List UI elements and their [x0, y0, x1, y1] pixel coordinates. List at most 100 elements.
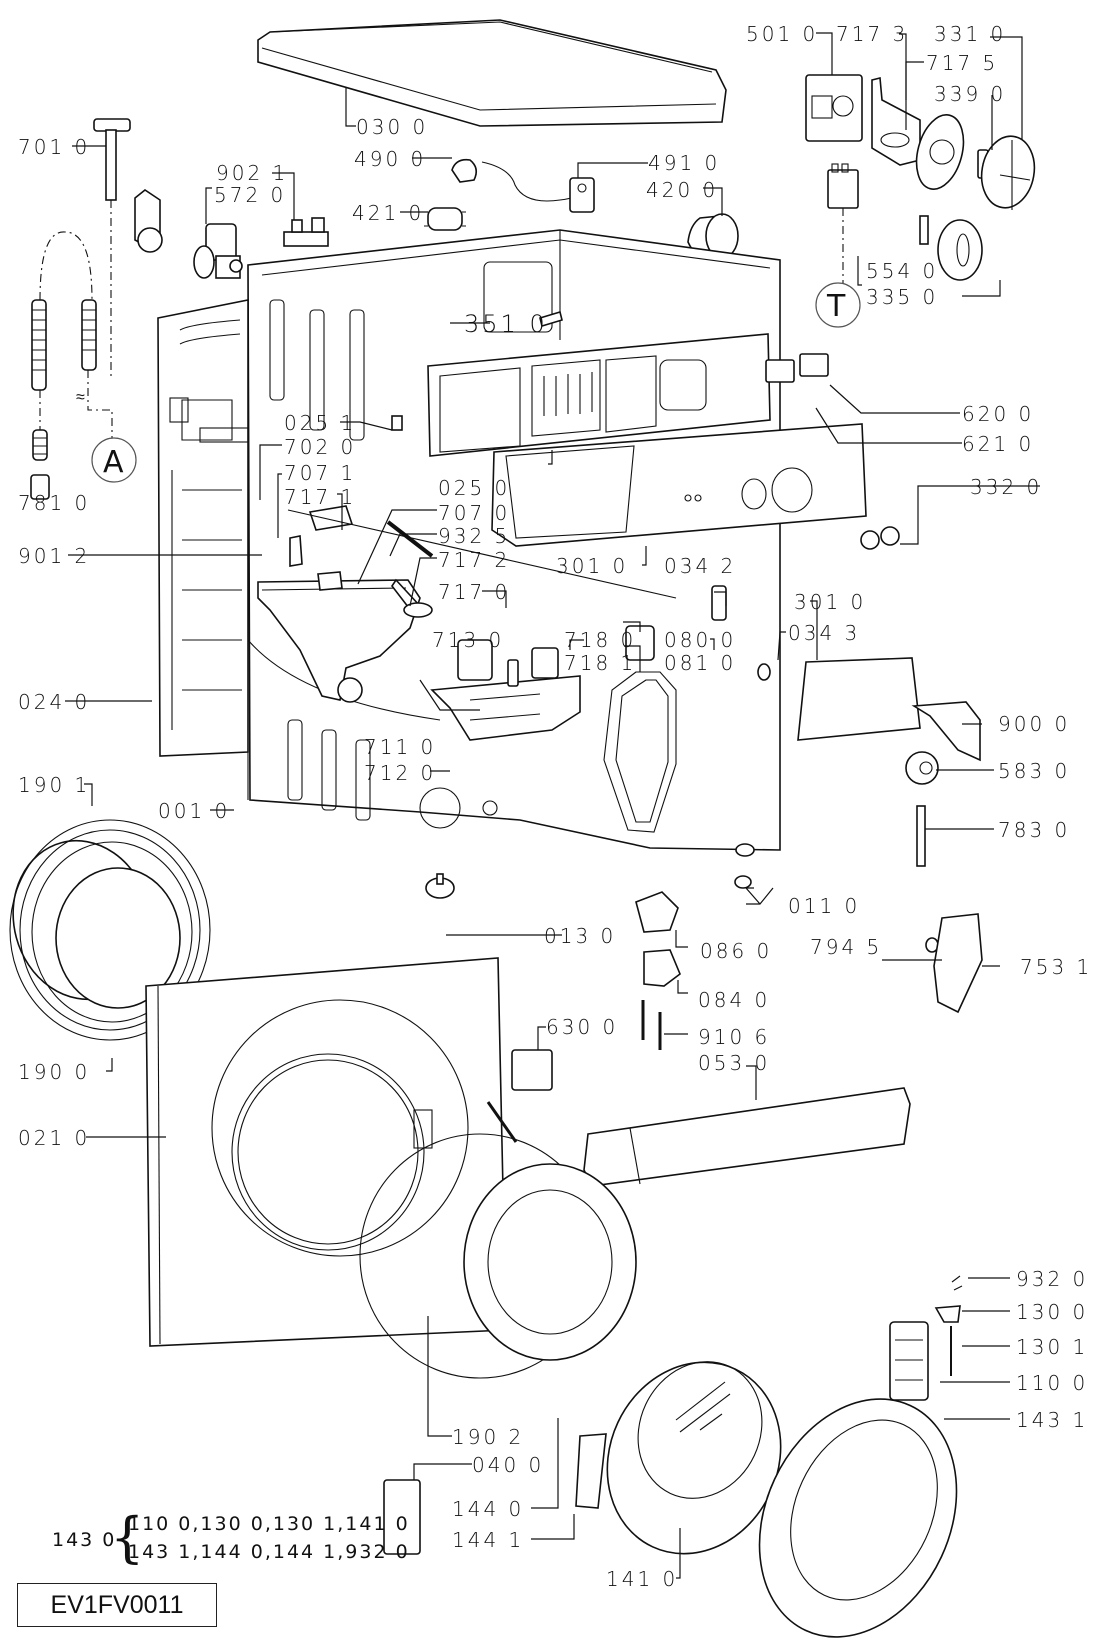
door-hinge-part — [383, 1479, 421, 1555]
pump-bracket-900-part — [911, 701, 981, 762]
screws-part — [641, 1000, 662, 1050]
label-781-0: 781 0 — [18, 491, 90, 515]
label-794-5: 794 5 — [810, 935, 882, 959]
label-013-0: 013 0 — [544, 924, 616, 948]
back-panel-part — [157, 299, 249, 757]
label-190-1: 190 1 — [18, 773, 90, 797]
label-702-0: 702 0 — [284, 435, 356, 459]
reference-mark-t-text: T — [826, 289, 846, 324]
label-711-0: 711 0 — [364, 735, 436, 759]
label-025-1: 025 1 — [284, 411, 356, 435]
thermostat-selector-part — [827, 163, 859, 288]
drawer-front-part — [797, 657, 921, 741]
label-081-0: 081 0 — [664, 651, 736, 675]
label-712-0: 712 0 — [364, 761, 436, 785]
feet-011-part — [734, 843, 755, 889]
terminal-blocks-620-621-part — [765, 353, 829, 383]
label-339-0: 339 0 — [934, 82, 1006, 106]
knobs-332-part — [860, 526, 900, 550]
program-disk-part — [915, 114, 965, 190]
dispenser-housing-part — [257, 579, 421, 703]
label-717-0: 717 0 — [438, 580, 510, 604]
label-143-1: 143 1 — [1016, 1408, 1088, 1432]
label-717-2: 717 2 — [438, 548, 510, 572]
brace-icon: { — [110, 1506, 144, 1569]
hinge-084-part — [643, 949, 681, 987]
label-753-1: 753 1 — [1020, 955, 1092, 979]
svg-text:≈: ≈ — [76, 387, 88, 406]
label-718-0: 718 0 — [564, 628, 636, 652]
timer-part — [805, 74, 863, 142]
label-024-0: 024 0 — [18, 690, 90, 714]
door-gasket-part — [9, 819, 211, 1041]
label-701-0: 701 0 — [18, 135, 90, 159]
label-932-0: 932 0 — [1016, 1267, 1088, 1291]
label-491-0: 491 0 — [648, 151, 720, 175]
label-053-0: 053 0 — [698, 1051, 770, 1075]
label-130-1: 130 1 — [1016, 1335, 1088, 1359]
drain-hose-part — [134, 189, 163, 253]
label-025-0: 025 0 — [438, 476, 510, 500]
label-583-0: 583 0 — [998, 759, 1070, 783]
reference-mark-t — [815, 282, 861, 328]
label-902-1: 902 1 — [216, 161, 288, 185]
door-inner-ring-part — [359, 1101, 637, 1379]
label-901-2: 901 2 — [18, 544, 90, 568]
hinge-086-part — [635, 891, 679, 933]
label-351-0: 351 0 — [464, 310, 548, 338]
control-panel-part — [491, 423, 867, 547]
label-717-1: 717 1 — [284, 485, 356, 509]
label-144-0: 144 0 — [452, 1497, 524, 1521]
drain-pump-753-part — [933, 913, 983, 1014]
label-421-0: 421 0 — [352, 201, 424, 225]
terminal-block-part — [283, 217, 329, 247]
hoses-707-part — [287, 505, 677, 618]
label-707-1: 707 1 — [284, 461, 356, 485]
cable-clip-351-part — [539, 310, 563, 328]
siphon-718-part — [507, 647, 559, 687]
label-331-0: 331 0 — [934, 22, 1006, 46]
label-001-0: 001 0 — [158, 799, 230, 823]
label-301-0-drawer: 301 0 — [794, 590, 866, 614]
control-frame-part — [427, 333, 771, 457]
label-130-0: 130 0 — [1016, 1300, 1088, 1324]
label-084-0: 084 0 — [698, 988, 770, 1012]
plinth-part — [583, 1087, 911, 1187]
part-labels: 030 0 701 0 490 0 902 1 572 0 421 0 491 … — [18, 22, 1092, 1591]
kit-line-1: 110 0,130 0,130 1,141 0 — [128, 1513, 410, 1535]
label-332-0: 332 0 — [970, 475, 1042, 499]
label-190-2: 190 2 — [452, 1425, 524, 1449]
top-lid-part — [257, 19, 727, 127]
label-080-0: 080 0 — [664, 628, 736, 652]
label-717-5: 717 5 — [926, 51, 998, 75]
selector-knob-part — [919, 215, 983, 281]
counterweight-seal-part — [603, 625, 677, 833]
label-034-3: 034 3 — [788, 621, 860, 645]
label-110-0: 110 0 — [1016, 1371, 1088, 1395]
door-lock-part — [511, 1049, 553, 1091]
label-141-0: 141 0 — [606, 1567, 678, 1591]
interference-filter-part — [569, 177, 595, 213]
label-713-0: 713 0 — [432, 628, 504, 652]
foot-part — [425, 873, 455, 899]
door-handle-part — [889, 1275, 963, 1401]
label-034-2: 034 2 — [664, 554, 736, 578]
label-030-0: 030 0 — [356, 115, 428, 139]
leader-lines — [65, 32, 1040, 1579]
label-900-0: 900 0 — [998, 712, 1070, 736]
bracket-025-1-part — [391, 415, 403, 431]
inlet-hose-part: ≈ — [30, 118, 131, 500]
label-707-0: 707 0 — [438, 501, 510, 525]
label-630-0: 630 0 — [546, 1015, 618, 1039]
reference-mark-a-text: A — [103, 445, 124, 480]
hose-783-part — [916, 805, 926, 867]
front-panel-part — [145, 957, 507, 1347]
power-cord-part — [451, 158, 586, 202]
timer-knob-part — [980, 135, 1036, 210]
fastener-034-3-part — [757, 663, 771, 681]
label-554-0: 554 0 — [866, 259, 938, 283]
label-490-0: 490 0 — [354, 147, 426, 171]
label-910-6: 910 6 — [698, 1025, 770, 1049]
reference-mark-a — [91, 437, 137, 483]
